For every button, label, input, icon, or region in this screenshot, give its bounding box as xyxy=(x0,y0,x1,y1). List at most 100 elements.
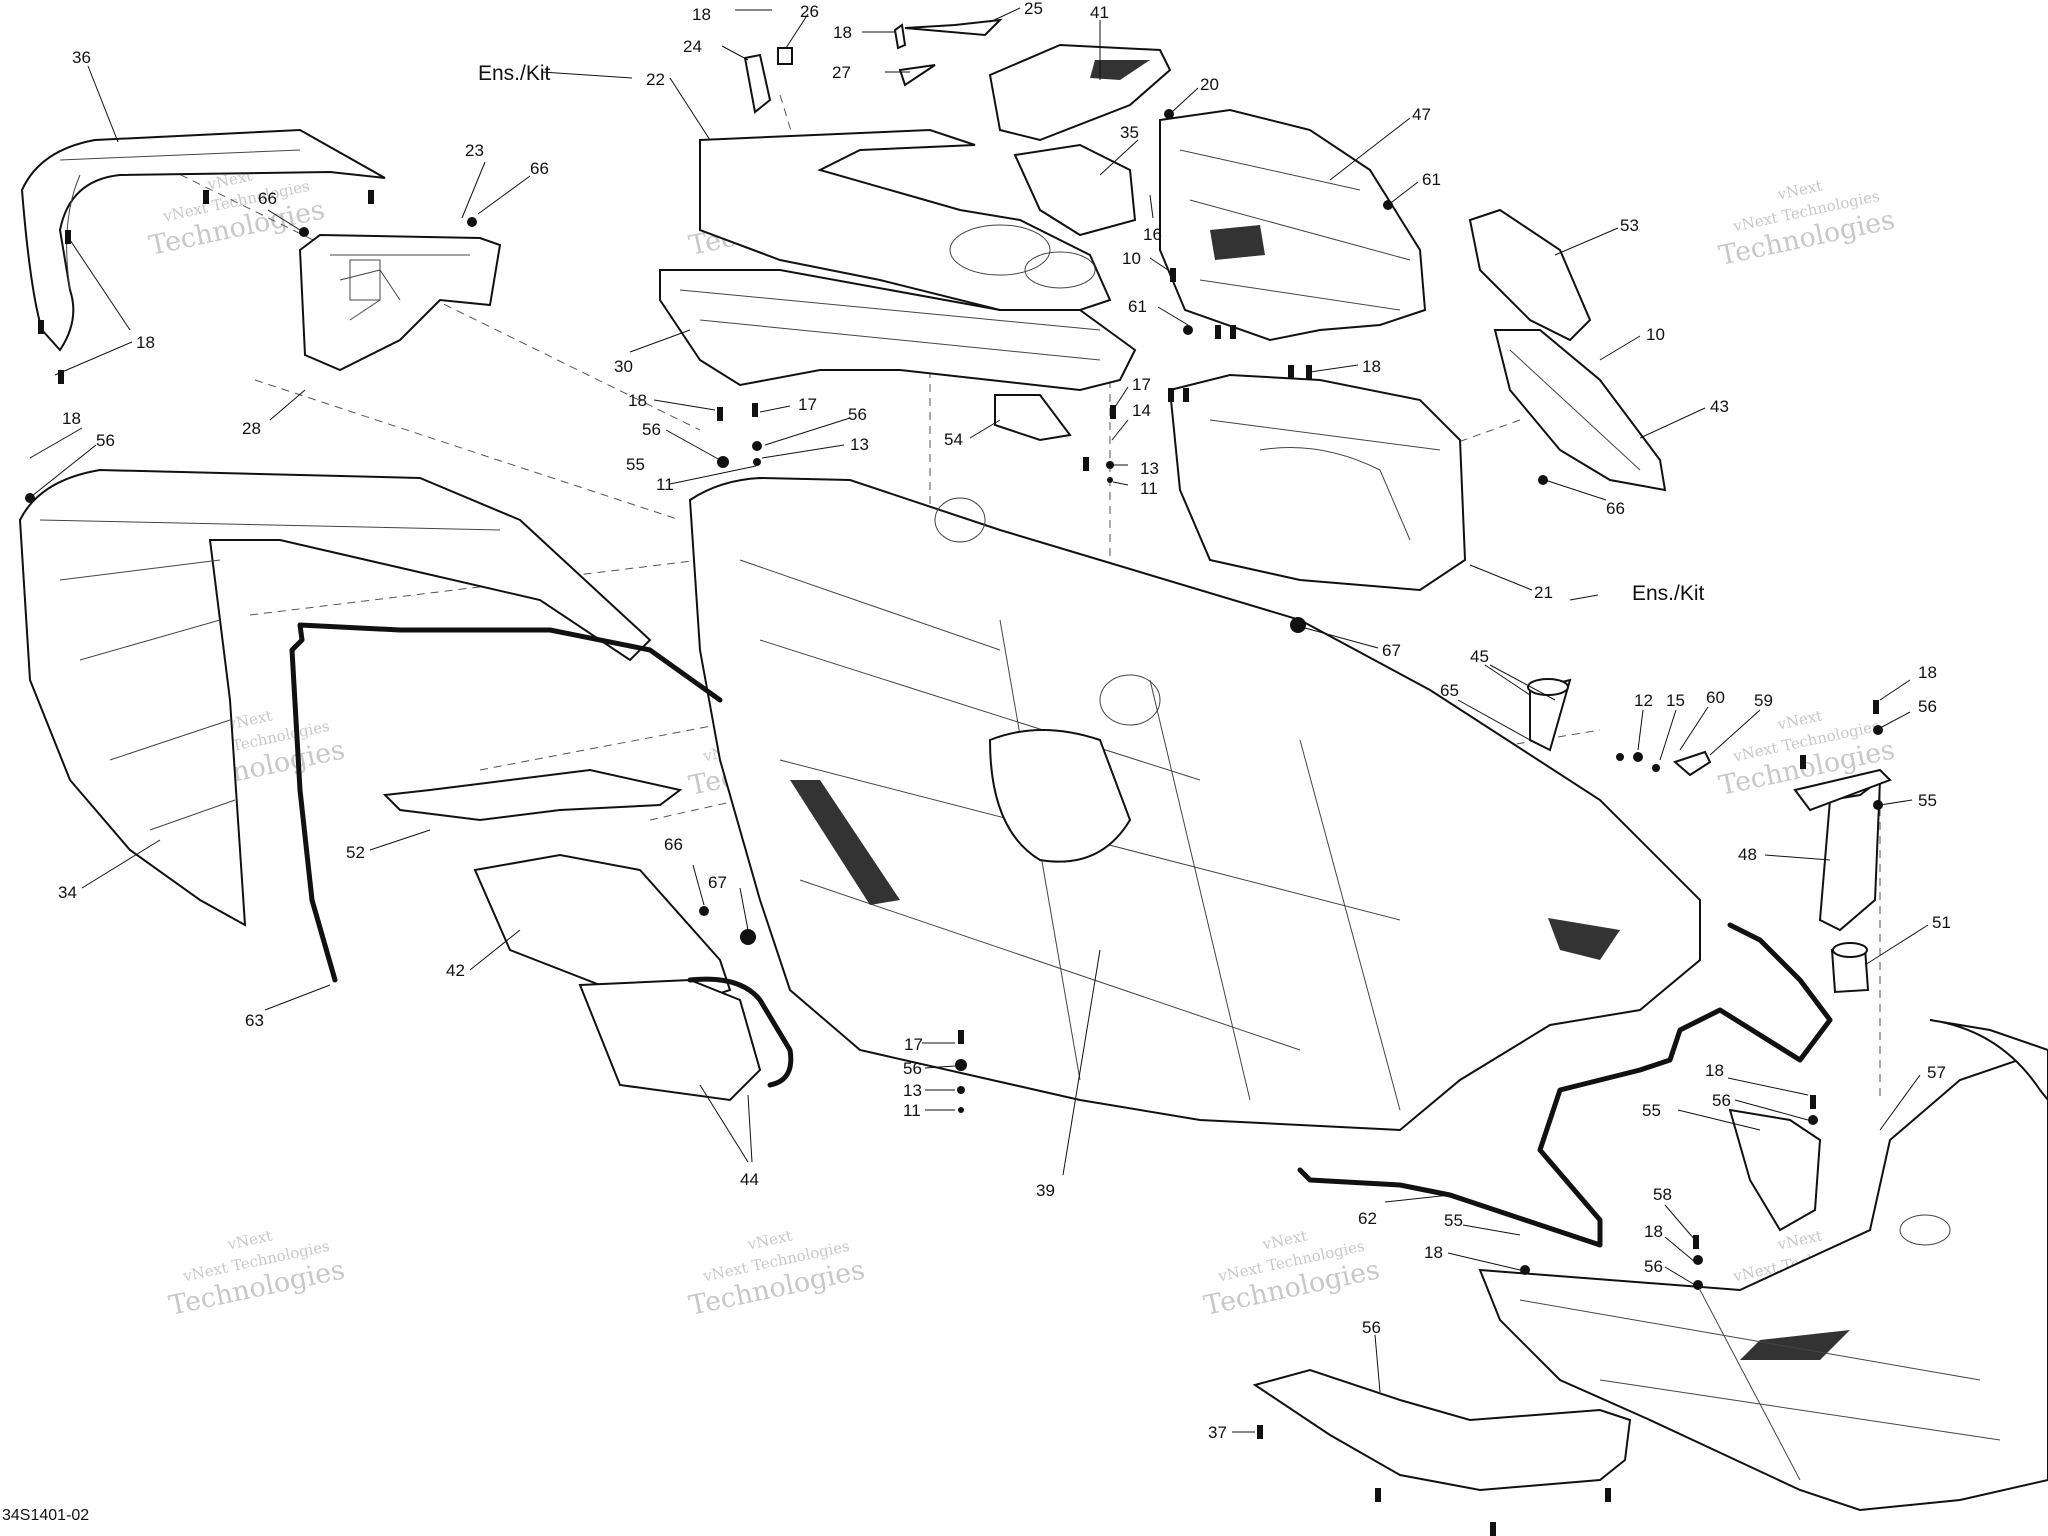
part-37-bottom-pad xyxy=(1252,1368,1632,1492)
callout-27: 27 xyxy=(832,63,851,82)
fasteners xyxy=(25,109,1883,1536)
callout-66: 66 xyxy=(664,835,683,854)
callout-18: 18 xyxy=(628,391,647,410)
callout-17: 17 xyxy=(798,395,817,414)
callout-30: 30 xyxy=(614,357,633,376)
callout-62: 62 xyxy=(1358,1209,1377,1228)
callout-52: 52 xyxy=(346,843,365,862)
part-48-bracket xyxy=(1793,768,1892,932)
callout-67: 67 xyxy=(1382,641,1401,660)
part-35-cover xyxy=(1013,143,1137,237)
callout-24: 24 xyxy=(683,37,702,56)
figure-code: 34S1401-02 xyxy=(2,1507,89,1524)
callout-18: 55 xyxy=(1444,1211,1463,1230)
callout-18: 18 xyxy=(1705,1061,1724,1080)
callout-11: 11 xyxy=(1140,479,1158,498)
callout-55: 55 xyxy=(1918,791,1937,810)
callout-66: 66 xyxy=(1606,499,1625,518)
leader-lines xyxy=(29,7,1929,1433)
callout-16: 16 xyxy=(1143,225,1162,244)
callout-11: 11 xyxy=(903,1101,921,1120)
callout-25: 25 xyxy=(1024,0,1043,18)
callout-11: 11 xyxy=(656,475,674,494)
watermark: vNext vNext Technologies Technologies xyxy=(1201,1227,1382,1322)
part-58-front-deck xyxy=(1478,1019,2048,1512)
callout-56: 56 xyxy=(1918,697,1937,716)
part-57-cover xyxy=(1728,1108,1822,1232)
callout-22: 22 xyxy=(646,70,665,89)
callout-45: 45 xyxy=(1470,647,1489,666)
callout-12: 12 xyxy=(1634,691,1653,710)
callout-13: 13 xyxy=(1140,459,1159,478)
callout-14: 14 xyxy=(1132,401,1151,420)
callout-18: 18 xyxy=(1362,357,1381,376)
callout-61: 61 xyxy=(1422,170,1441,189)
callout-18: 18 xyxy=(1918,663,1937,682)
callout-53: 53 xyxy=(1620,216,1639,235)
part-21-storage-bin xyxy=(1168,373,1467,592)
callout-18: 58 xyxy=(1653,1185,1672,1204)
part-42-panel xyxy=(473,853,732,1002)
part-34-left-deck xyxy=(18,468,652,927)
callout-23: 23 xyxy=(465,141,484,160)
callout-67: 67 xyxy=(708,873,727,892)
callout-18: 18 xyxy=(62,409,81,428)
callout-21: 21 xyxy=(1534,583,1553,602)
watermark: vNext vNext Technologies Technologies xyxy=(1716,177,1897,272)
part-45-fitting xyxy=(1527,678,1572,752)
callout-15: 15 xyxy=(1666,691,1685,710)
callout-17: 17 xyxy=(1132,375,1151,394)
callout-42: 42 xyxy=(446,961,465,980)
callout-66: 66 xyxy=(530,159,549,178)
callout-43: 43 xyxy=(1710,397,1729,416)
callout-59: 59 xyxy=(1754,691,1773,710)
part-23-bracket xyxy=(298,233,502,372)
part-36-side-cover xyxy=(20,128,386,352)
callout-63: 63 xyxy=(245,1011,264,1030)
callout-55: 56 xyxy=(1712,1091,1731,1110)
callout-26: 26 xyxy=(800,2,819,21)
callout-66: 66 xyxy=(258,189,277,208)
callout-28: 28 xyxy=(242,419,261,438)
watermark: vNext vNext Technologies Technologies xyxy=(686,1227,867,1322)
part-43-side-panel xyxy=(1493,329,1667,492)
callout-56: 56 xyxy=(96,431,115,450)
callout-35: 35 xyxy=(1120,123,1139,142)
callout-18: 18 xyxy=(136,333,155,352)
callout-61: 61 xyxy=(1128,297,1147,316)
callout-20: 20 xyxy=(1200,75,1219,94)
callout-58: 57 xyxy=(1927,1063,1946,1082)
callout-39: 39 xyxy=(1036,1181,1055,1200)
part-53-small-cover xyxy=(1468,208,1592,342)
callout-13: 13 xyxy=(903,1081,922,1100)
callout-18: 18 xyxy=(692,5,711,24)
callout-56: 18 xyxy=(1644,1222,1663,1241)
callout-10: 10 xyxy=(1646,325,1665,344)
callout-18: 37 xyxy=(1208,1423,1227,1442)
callout-36: 36 xyxy=(72,48,91,67)
callouts: 36 23 66 66 18 28 18 56 34 52 63 42 44 6… xyxy=(58,0,1951,1442)
callout-65: 65 xyxy=(1440,681,1459,700)
callout-56: 56 xyxy=(642,420,661,439)
part-54-small xyxy=(994,394,1072,442)
callout-44: 44 xyxy=(740,1170,759,1189)
part-51-filter xyxy=(1830,942,1870,994)
callout-41: 41 xyxy=(1090,3,1109,22)
small-top-parts xyxy=(743,18,1003,114)
callout-51: 51 xyxy=(1932,913,1951,932)
hoses xyxy=(289,622,1833,1248)
callout-13: 13 xyxy=(850,435,869,454)
part-30-rear-console xyxy=(659,128,1137,392)
kit-label-21: Ens./Kit xyxy=(1632,582,1705,605)
callout-56: 18 xyxy=(1424,1243,1443,1262)
callout-37: 56 xyxy=(1362,1318,1381,1337)
part-47-upper-console xyxy=(1159,108,1427,342)
kit-label-22: Ens./Kit xyxy=(478,62,551,85)
callout-47: 47 xyxy=(1412,105,1431,124)
callout-10: 10 xyxy=(1122,249,1141,268)
hose-62 xyxy=(1297,922,1833,1248)
part-44-panel xyxy=(578,976,794,1102)
callout-55: 56 xyxy=(1644,1257,1663,1276)
callout-18: 18 xyxy=(833,23,852,42)
